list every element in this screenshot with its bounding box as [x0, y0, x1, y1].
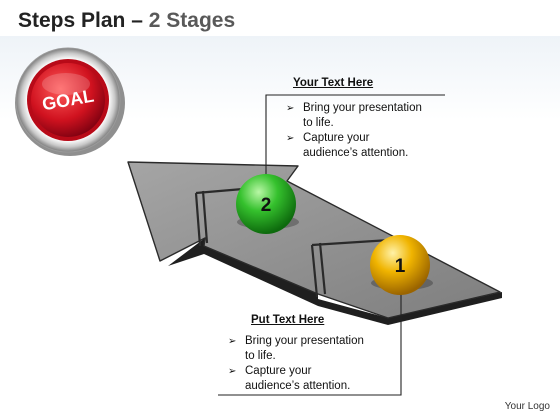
stage-1-heading: Put Text Here: [251, 314, 325, 326]
stage-1-bullets: ➢ Bring your presentation to life. ➢ Cap…: [228, 334, 368, 394]
bullet-text: Capture your audience’s attention.: [303, 132, 409, 159]
arrowhead-bullet-icon: ➢: [228, 336, 237, 347]
page-title: Steps Plan – 2 Stages: [18, 9, 235, 33]
arrowhead-bullet-icon: ➢: [228, 366, 237, 377]
step-notch-lower: [310, 238, 391, 298]
stage-1-number: 1: [395, 256, 406, 277]
bullet-text: Bring your presentation to life.: [303, 102, 422, 129]
stage-2-heading: Your Text Here: [293, 77, 374, 89]
stage-1-ball: [370, 235, 433, 295]
stage-2-ball: [236, 174, 299, 234]
callout-line-top: [265, 94, 445, 175]
title-dash: –: [131, 9, 143, 32]
title-sub: 2 Stages: [148, 9, 236, 32]
list-item: ➢ Bring your presentation to life.: [286, 101, 426, 131]
title-main: Steps Plan: [18, 9, 126, 32]
bullet-text: Bring your presentation to life.: [245, 335, 364, 362]
stage-2-number: 2: [261, 195, 272, 216]
arrow-side: [160, 238, 502, 325]
list-item: ➢ Capture your audience’s attention.: [286, 131, 426, 161]
logo-text: Your Logo: [504, 401, 550, 412]
goal-button: [15, 47, 125, 156]
arrowhead-bullet-icon: ➢: [286, 133, 295, 144]
stage-2-bullets: ➢ Bring your presentation to life. ➢ Cap…: [286, 101, 426, 161]
list-item: ➢ Bring your presentation to life.: [228, 334, 368, 364]
callout-line-bottom: [218, 285, 402, 396]
arrowhead-bullet-icon: ➢: [286, 103, 295, 114]
list-item: ➢ Capture your audience’s attention.: [228, 364, 368, 394]
bullet-text: Capture your audience’s attention.: [245, 365, 351, 392]
step-notch-upper: [194, 187, 244, 247]
